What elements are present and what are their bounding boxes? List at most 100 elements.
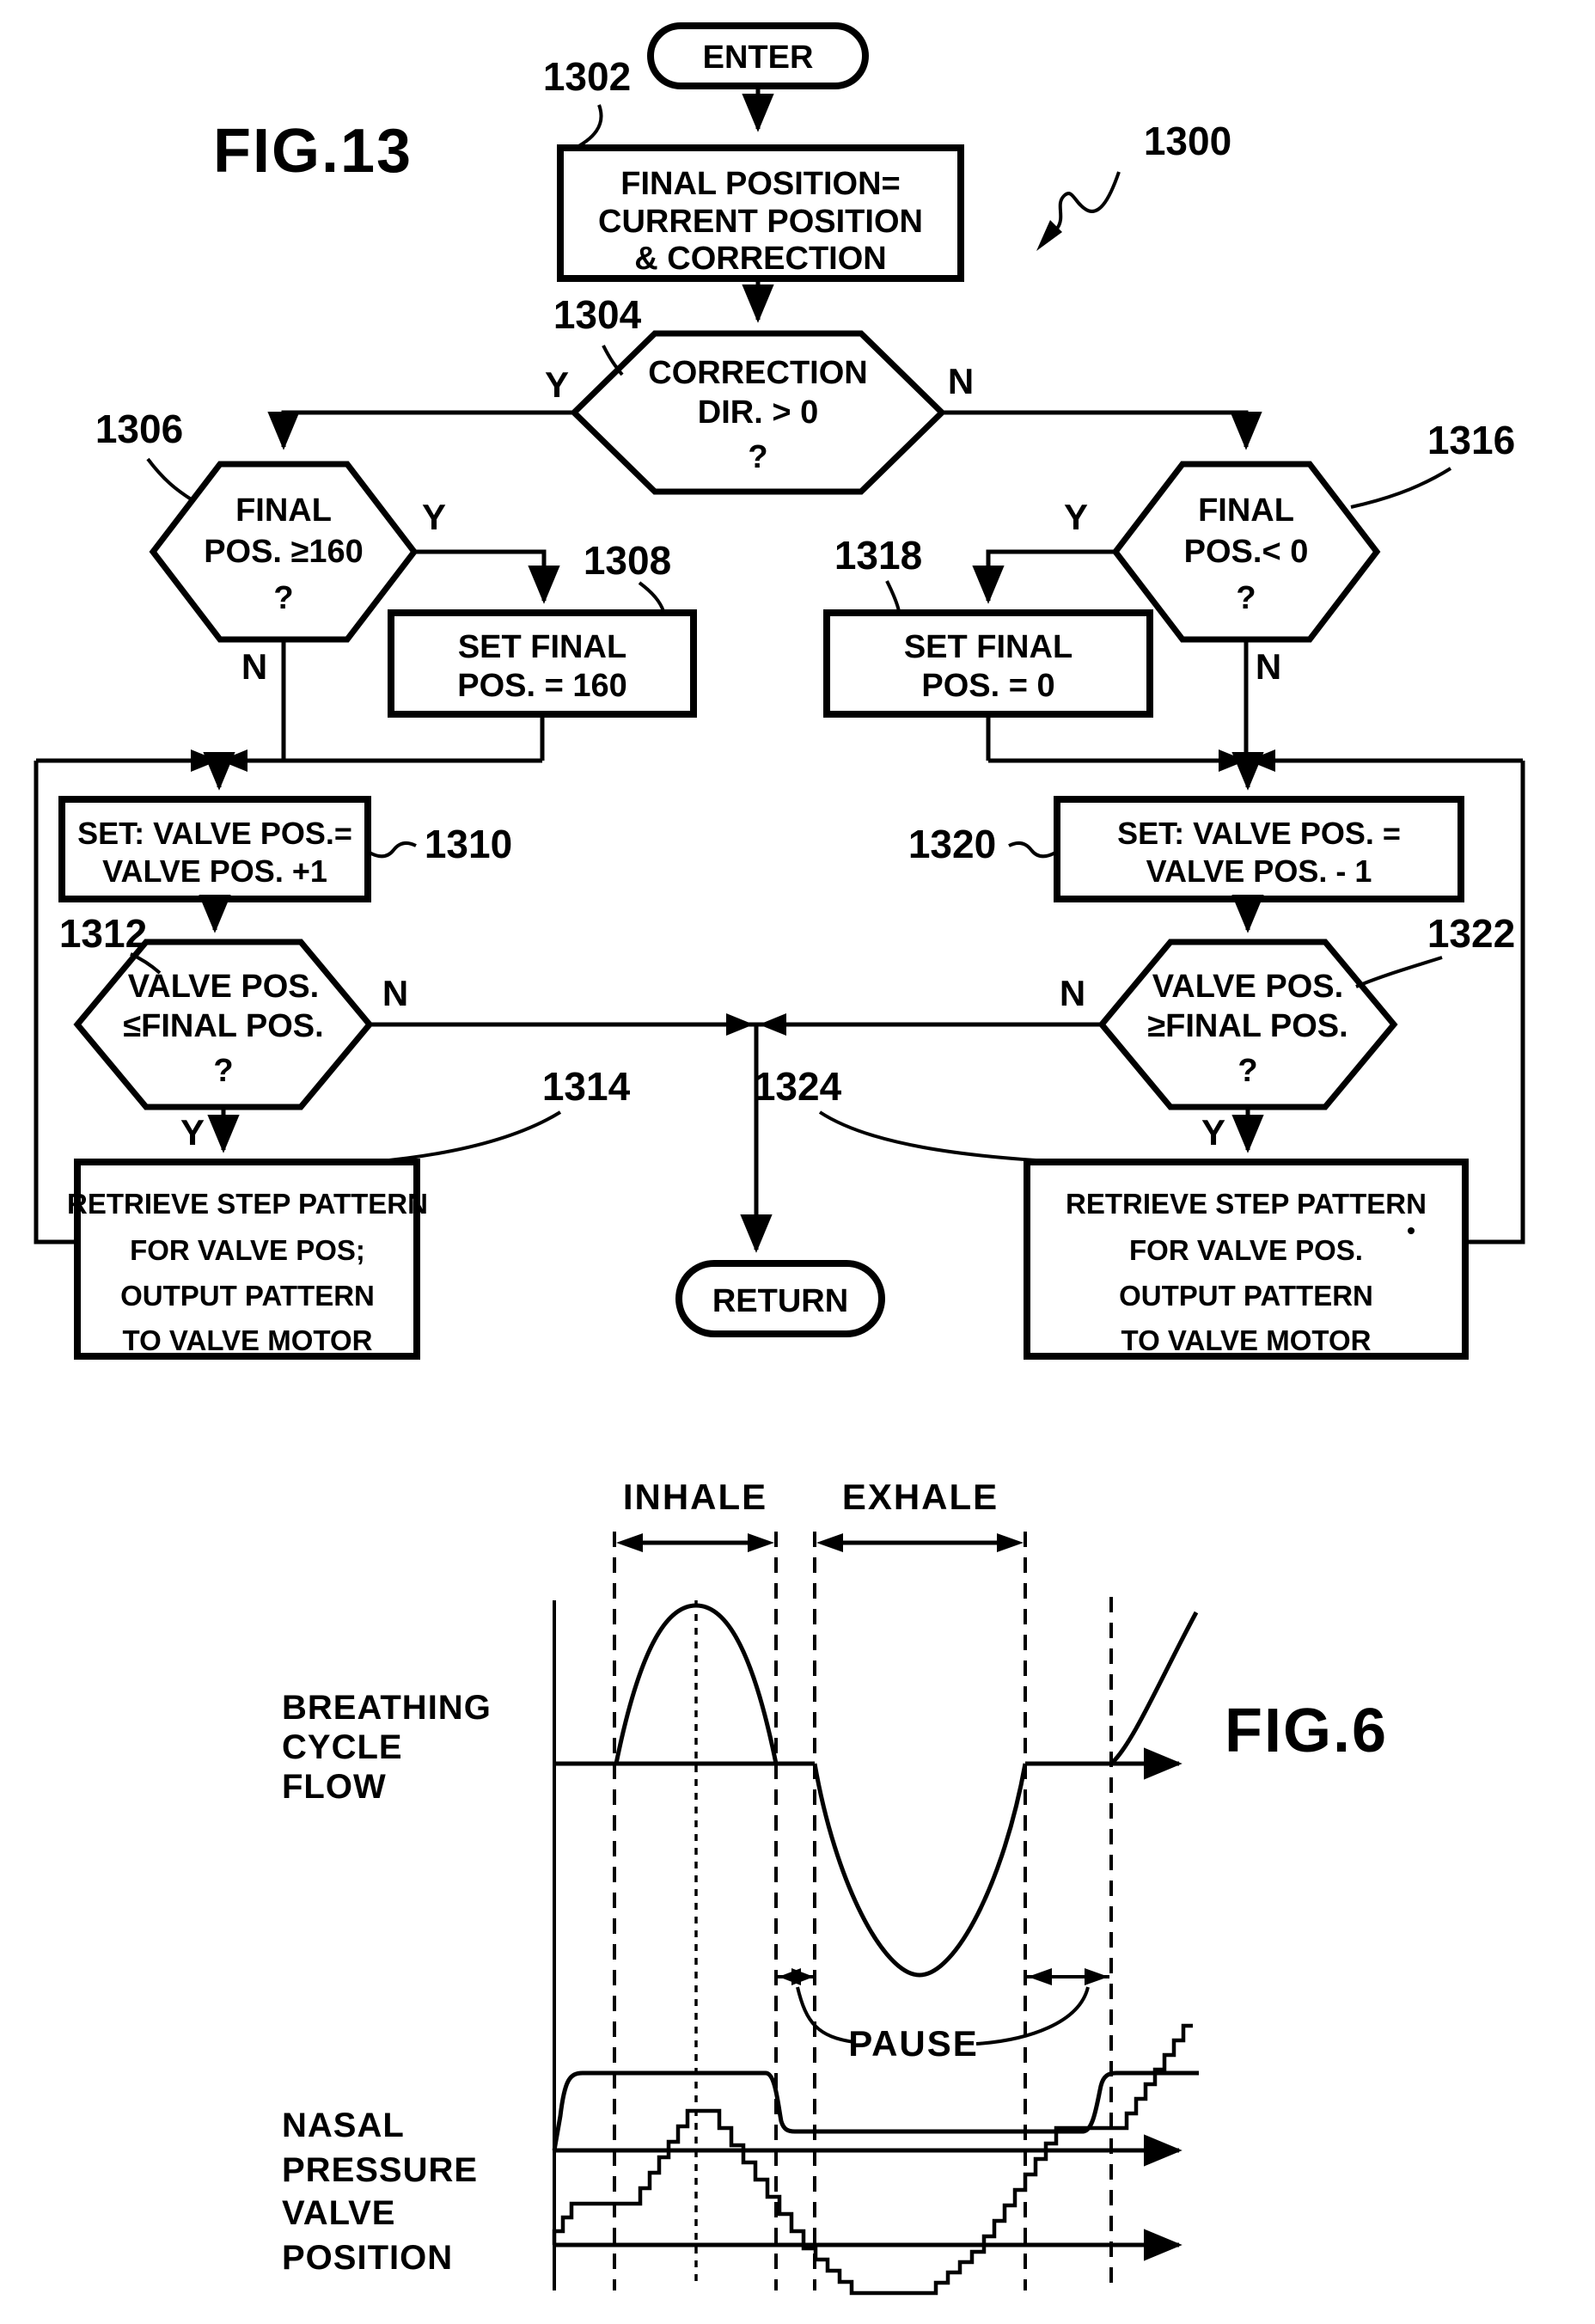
pause-leader-left [796, 1986, 855, 2044]
inhale-arrowhead-right-icon [748, 1533, 774, 1552]
label-no-1304: N [948, 361, 974, 401]
label-yes-1306: Y [422, 497, 446, 537]
hex-1306-line2: POS. ≥160 [204, 534, 364, 570]
box-1302-line2: CURRENT POSITION [598, 204, 923, 240]
breathing-flow-trace: BREATHING CYCLE FLOW [282, 1603, 1199, 1978]
hex-1322-line3: ? [1238, 1053, 1257, 1089]
hex-1322-line1: VALVE POS. [1152, 969, 1343, 1005]
ref-1310-leader [369, 841, 417, 859]
label-no-1316: N [1256, 646, 1281, 687]
label-no-1312: N [382, 973, 408, 1013]
pause-leader-right [975, 1986, 1090, 2046]
node-1306-decision: FINAL POS. ≥160 ? [149, 461, 419, 643]
box-1324-line4: TO VALVE MOTOR [1121, 1324, 1372, 1356]
ref-1304-leader [602, 345, 624, 376]
inhale-arrowhead-left-icon [616, 1533, 643, 1552]
flow-next-inhale-rise [1109, 1611, 1199, 1765]
node-1304-decision: CORRECTION DIR. > 0 ? [569, 330, 947, 495]
label-yes-1312: Y [180, 1112, 205, 1153]
ref-1324-leader [818, 1110, 1066, 1164]
ref-1312-label: 1312 [59, 911, 147, 956]
hex-1312-line2: ≤FINAL POS. [123, 1008, 323, 1044]
hex-1316-line3: ? [1236, 580, 1256, 616]
ref-1314-label: 1314 [542, 1064, 631, 1109]
exhale-span-arrow-icon [816, 1533, 1024, 1552]
pause1-arrowhead-right-icon [791, 1968, 814, 1985]
node-return-terminal: RETURN [675, 1260, 885, 1337]
label-yes-1322: Y [1201, 1112, 1225, 1153]
label-no-1322: N [1060, 973, 1085, 1013]
enter-label: ENTER [703, 40, 814, 76]
hex-1316-line2: POS.< 0 [1184, 534, 1309, 570]
stray-ink-dot [1408, 1227, 1415, 1234]
node-1308-process: SET FINAL POS. = 160 [388, 609, 697, 718]
box-1314-line2: FOR VALVE POS; [130, 1234, 365, 1266]
fig13-title: FIG.13 [213, 117, 412, 186]
merge-right-arrowhead-right-icon [1219, 749, 1246, 772]
valve-label-line1: VALVE [282, 2194, 395, 2232]
exhale-arrowhead-right-icon [997, 1533, 1024, 1552]
flow-label-line1: BREATHING [282, 1689, 492, 1727]
hex-1312-line3: ? [213, 1053, 233, 1089]
ref-1316-leader [1350, 467, 1452, 509]
box-1324-line2: FOR VALVE POS. [1129, 1234, 1363, 1266]
node-1318-process: SET FINAL POS. = 0 [823, 609, 1153, 718]
return-label: RETURN [712, 1283, 848, 1319]
box-1320-line1: SET: VALVE POS. = [1117, 816, 1401, 851]
inhale-span-arrow-icon [616, 1533, 774, 1552]
node-1310-process: SET: VALVE POS.= VALVE POS. +1 [58, 796, 371, 902]
fig6-title: FIG.6 [1225, 1697, 1388, 1765]
node-1312-decision: VALVE POS. ≤FINAL POS. ? [73, 939, 374, 1110]
merge-right-arrowhead-left-icon [1248, 749, 1275, 772]
merge-left-arrowhead-left-icon [220, 749, 248, 772]
box-1308-line1: SET FINAL [458, 629, 626, 665]
connector-1304-no-1316 [942, 410, 1262, 450]
box-1308-line2: POS. = 160 [457, 668, 627, 704]
box-1324-line3: OUTPUT PATTERN [1119, 1280, 1373, 1312]
figure-6-waveforms: FIG.6 INHALE EXHALE BREATHING CYCLE FLOW [282, 1477, 1388, 2296]
box-1324-line1: RETRIEVE STEP PATTERN [1066, 1188, 1427, 1220]
hex-1304-line1: CORRECTION [648, 355, 867, 391]
ref-1300-leader [1055, 171, 1121, 230]
valve-label-line2: POSITION [282, 2239, 453, 2277]
ref-1308-label: 1308 [584, 538, 671, 583]
hex-1316 [1111, 461, 1381, 643]
nasal-pressure-trace: NASAL PRESSURE [282, 2070, 1199, 2189]
connector-1306-yes-1308 [414, 549, 560, 604]
box-1310-line1: SET: VALVE POS.= [77, 816, 352, 851]
box-1320-line2: VALVE POS. - 1 [1146, 853, 1372, 889]
node-1316-decision: FINAL POS.< 0 ? [1111, 461, 1381, 643]
hex-1304-line2: DIR. > 0 [698, 394, 818, 431]
nasal-label-line2: PRESSURE [282, 2151, 478, 2189]
figure-13-flowchart: FIG.13 1300 ENTER 1302 FINAL POSITION= C… [34, 22, 1525, 1360]
box-1318-line2: POS. = 0 [921, 668, 1054, 704]
nasal-pressure-wave [552, 2070, 1199, 2151]
box-1314-line1: RETRIEVE STEP PATTERN [67, 1188, 428, 1220]
node-1302-process: FINAL POSITION= CURRENT POSITION & CORRE… [557, 144, 964, 282]
connector-1304-yes-1306 [267, 410, 574, 450]
ref-1322-leader [1355, 956, 1443, 988]
node-1314-process: RETRIEVE STEP PATTERN FOR VALVE POS; OUT… [67, 1159, 428, 1360]
pause2-arrowhead-right-icon [1085, 1968, 1109, 1985]
box-1314 [74, 1159, 420, 1360]
box-1318-line1: SET FINAL [904, 629, 1072, 665]
ref-1310-label: 1310 [425, 822, 512, 866]
ref-1300-arrowhead-icon [1036, 220, 1062, 251]
hex-1304-line3: ? [748, 439, 767, 475]
node-1320-process: SET: VALVE POS. = VALVE POS. - 1 [1054, 796, 1464, 902]
hex-1322-line2: ≥FINAL POS. [1147, 1008, 1348, 1044]
hex-1306-line3: ? [273, 580, 293, 616]
pause-annotation: PAUSE [778, 1968, 1109, 2064]
ref-1320-leader [1008, 841, 1056, 859]
hex-1312-line1: VALVE POS. [128, 969, 319, 1005]
ref-1318-leader [885, 580, 901, 612]
connector-1316-yes-1318 [972, 549, 1115, 604]
ref-1306-leader [146, 457, 194, 502]
ref-1304-label: 1304 [553, 292, 642, 337]
node-enter-terminal: ENTER [647, 22, 869, 89]
valve-position-trace: VALVE POSITION [282, 2023, 1193, 2296]
ref-1300-label: 1300 [1144, 119, 1231, 163]
ref-1318-label: 1318 [834, 533, 922, 578]
